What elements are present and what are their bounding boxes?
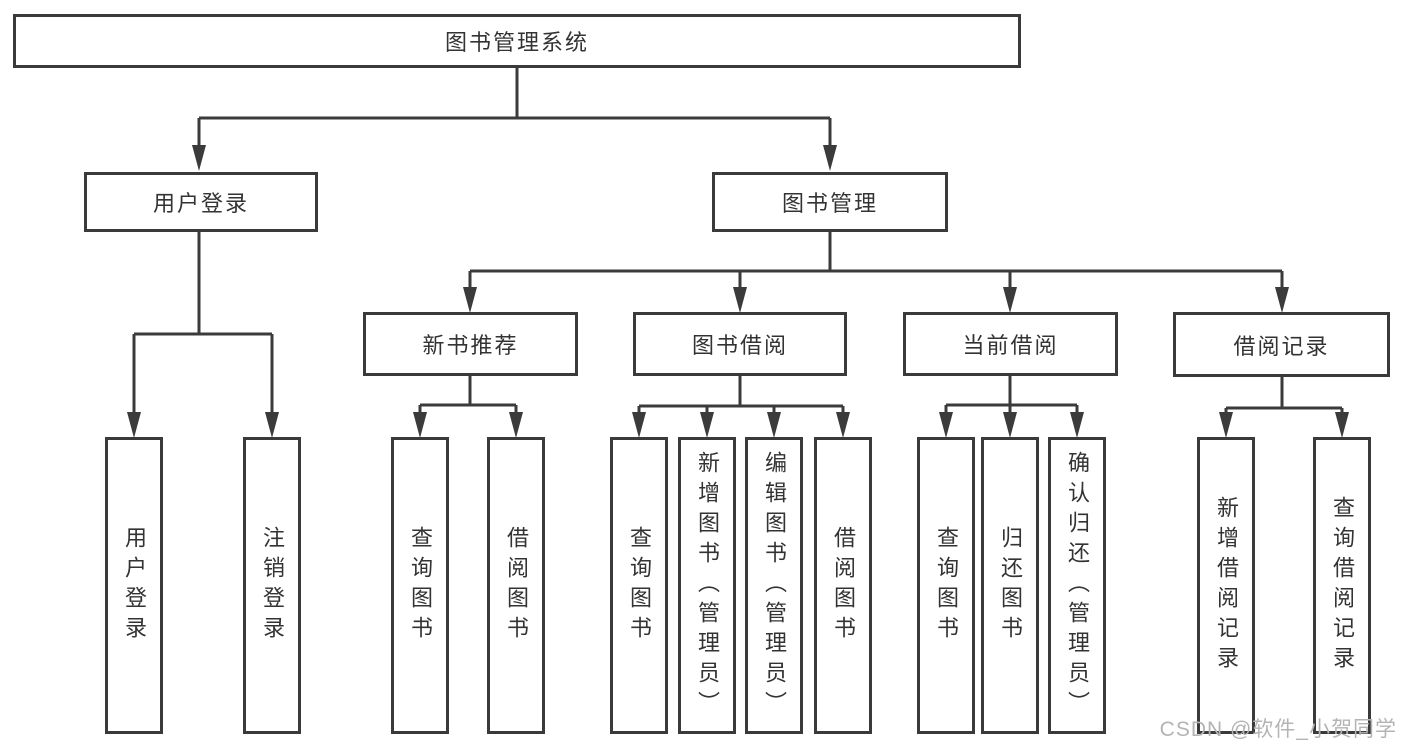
- node-user-login: 用户登录: [84, 172, 318, 232]
- leaf-label: 借阅图书: [504, 525, 529, 646]
- leaf-label: 借阅图书: [831, 525, 856, 646]
- leaf-add-books-admin: 新增图书（管理员）: [678, 437, 736, 734]
- node-label: 图书借阅: [691, 333, 788, 358]
- leaf-label: 归还图书: [998, 525, 1023, 646]
- node-current-borrow: 当前借阅: [903, 312, 1118, 376]
- leaf-borrow-books-recommend: 借阅图书: [487, 437, 545, 734]
- connector-current-borrow: [939, 376, 1084, 438]
- connector-user-login: [127, 232, 279, 438]
- leaf-query-books-borrow: 查询图书: [610, 437, 668, 734]
- csdn-watermark: CSDN @软件_小贺同学: [1159, 718, 1397, 741]
- connector-new-book-recommend: [413, 376, 523, 438]
- leaf-user-login: 用户登录: [105, 437, 163, 734]
- leaf-confirm-return-admin: 确认归还（管理员）: [1048, 437, 1106, 734]
- leaf-label: 查询借阅记录: [1330, 495, 1355, 676]
- node-library-management-system: 图书管理系统: [13, 14, 1021, 68]
- leaf-label: 编辑图书（管理员）: [762, 450, 787, 721]
- leaf-query-books-current: 查询图书: [917, 437, 975, 734]
- node-book-borrow: 图书借阅: [633, 312, 847, 376]
- leaf-label: 查询图书: [934, 525, 959, 646]
- node-borrow-records: 借阅记录: [1173, 312, 1390, 377]
- node-label: 用户登录: [152, 191, 249, 216]
- connector-borrow-records: [1219, 377, 1349, 438]
- leaf-add-borrow-record: 新增借阅记录: [1197, 437, 1255, 734]
- connector-book-borrow: [632, 376, 850, 438]
- leaf-label: 新增借阅记录: [1214, 495, 1239, 676]
- leaf-logout: 注销登录: [243, 437, 301, 734]
- leaf-label: 用户登录: [122, 525, 147, 646]
- node-label: 新书推荐: [422, 333, 519, 358]
- leaf-return-books: 归还图书: [981, 437, 1039, 734]
- leaf-label: 注销登录: [260, 525, 285, 646]
- leaf-edit-books-admin: 编辑图书（管理员）: [745, 437, 803, 734]
- leaf-label: 查询图书: [627, 525, 652, 646]
- connector-root: [192, 68, 837, 171]
- leaf-query-books-recommend: 查询图书: [391, 437, 449, 734]
- connector-book-management: [463, 232, 1289, 313]
- node-label: 借阅记录: [1233, 333, 1330, 359]
- node-label: 图书管理系统: [444, 30, 589, 55]
- leaf-label: 确认归还（管理员）: [1065, 450, 1090, 721]
- node-new-book-recommend: 新书推荐: [363, 312, 578, 376]
- leaf-label: 查询图书: [408, 525, 433, 646]
- leaf-label: 新增图书（管理员）: [695, 450, 720, 721]
- leaf-query-borrow-record: 查询借阅记录: [1313, 437, 1371, 734]
- leaf-borrow-books: 借阅图书: [814, 437, 872, 734]
- node-book-management: 图书管理: [712, 172, 948, 232]
- node-label: 当前借阅: [962, 333, 1059, 358]
- node-label: 图书管理: [781, 191, 878, 216]
